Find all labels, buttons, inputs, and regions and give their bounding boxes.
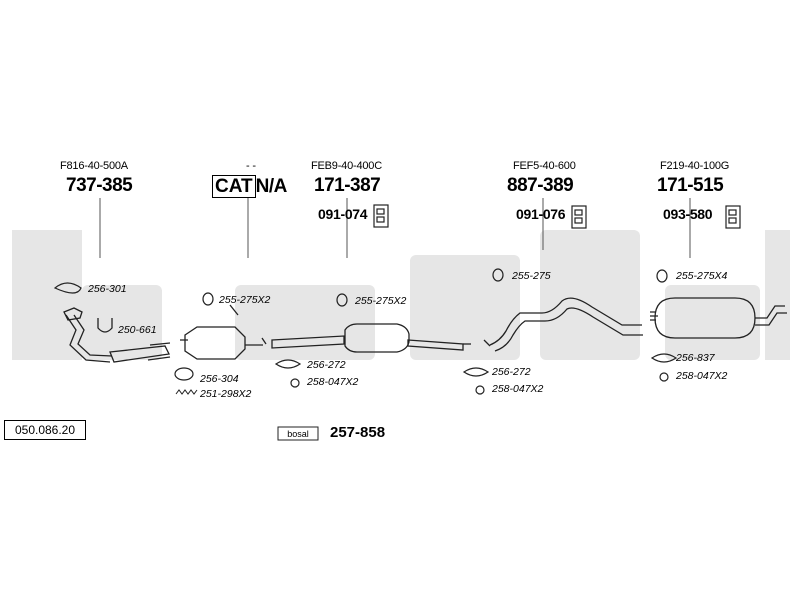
header-code-1: F816-40-500A: [60, 160, 128, 172]
part-label: 255-275X2: [219, 294, 271, 306]
header-code-4: FEF5-40-600: [513, 160, 576, 172]
ring-256-304: [174, 367, 194, 381]
header-code-3: FEB9-40-400C: [311, 160, 382, 172]
front-downpipe: [63, 307, 171, 363]
part-label: 251-298X2: [200, 388, 252, 400]
mount-number-3: 091-074: [318, 206, 368, 222]
nut-258-047: [290, 372, 669, 395]
svg-text:bosal: bosal: [287, 429, 309, 439]
header-number-5: 171-515: [657, 175, 724, 196]
part-label: 255-275X4: [676, 270, 728, 282]
part-label: 256-837: [676, 352, 715, 364]
reference-number: 050.086.20: [4, 420, 86, 440]
part-label: 258-047X2: [307, 376, 359, 388]
part-label: 250-661: [118, 324, 157, 336]
gasket-256-301: [53, 282, 82, 294]
leader-lines: [99, 198, 691, 258]
spring-251-298: [175, 389, 198, 395]
bosal-watermark: [12, 230, 790, 360]
gasket-256-272: [274, 353, 678, 377]
mount-bracket-icon: [373, 204, 741, 229]
intermediate-pipe: [483, 297, 658, 352]
rear-muffler: [650, 297, 787, 339]
clamp-255-275: [202, 268, 668, 307]
part-label: 256-272: [307, 359, 346, 371]
catalytic-converter: [180, 304, 267, 360]
part-label: 256-301: [88, 283, 127, 295]
mount-number-5: 093-580: [663, 206, 713, 222]
cat-number: N/A: [255, 176, 288, 197]
header-number-4: 887-389: [507, 175, 574, 196]
kit-badge: bosal: [277, 426, 319, 441]
cat-box: CAT: [212, 175, 256, 198]
part-label: 255-275X2: [355, 295, 407, 307]
part-label: 258-047X2: [676, 370, 728, 382]
part-label: 255-275: [512, 270, 551, 282]
header-code-5: F219-40-100G: [660, 160, 730, 172]
u-clamp-250-661: [97, 318, 113, 333]
kit-number: 257-858: [330, 424, 386, 441]
header-code-2: - -: [246, 160, 256, 172]
part-label: 256-272: [492, 366, 531, 378]
part-label: 256-304: [200, 373, 239, 385]
header-number-1: 737-385: [66, 175, 133, 196]
center-muffler: [271, 323, 471, 353]
header-number-3: 171-387: [314, 175, 381, 196]
mount-number-4: 091-076: [516, 206, 566, 222]
part-label: 258-047X2: [492, 383, 544, 395]
